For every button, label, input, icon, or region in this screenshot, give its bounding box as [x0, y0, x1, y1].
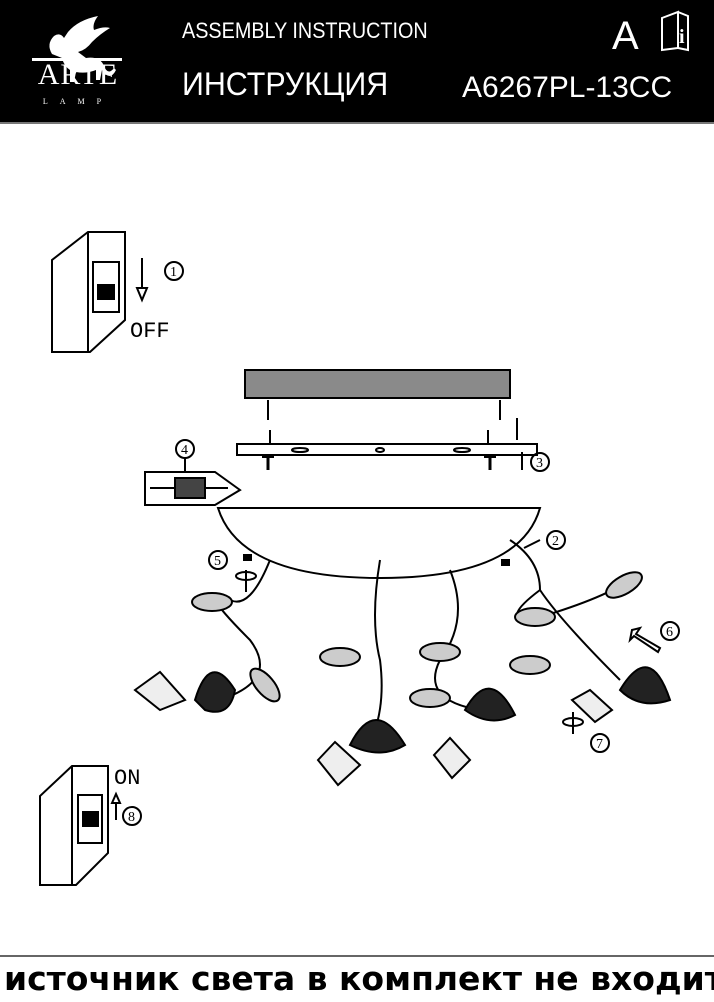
- step-3-marker: [530, 452, 550, 472]
- switch-on-label: ON: [114, 766, 140, 791]
- step-5-marker: [208, 550, 228, 570]
- light-source-note: источник света в комплект не входит: [4, 959, 714, 998]
- language-code: A: [612, 14, 639, 58]
- step-6-marker: [660, 621, 680, 641]
- step-2-marker: [546, 530, 566, 550]
- step-8-number: 8: [128, 810, 135, 825]
- decorative-leaves: [191, 571, 643, 708]
- svg-text:i: i: [679, 26, 685, 48]
- brand-name: ARTE: [37, 58, 119, 91]
- step-3-number: 3: [536, 456, 543, 471]
- step-8-marker: [122, 806, 142, 826]
- ceiling-plate: [244, 369, 511, 399]
- assembly-diagram: OFF ON 1 2 3 4 5 6 7 8: [39, 231, 680, 886]
- brand-subtitle: LAMP: [42, 97, 114, 106]
- step-7-marker: [590, 733, 610, 753]
- canopy: [216, 507, 542, 580]
- step-4-number: 4: [181, 443, 188, 458]
- info-booklet-icon: i: [661, 10, 689, 52]
- title-russian: ИНСТРУКЦИЯ: [182, 66, 389, 102]
- title-english: ASSEMBLY INSTRUCTION: [182, 18, 428, 43]
- step-6-number: 6: [666, 625, 673, 640]
- wiring-detail: [144, 471, 242, 506]
- mounting-bracket: [236, 443, 538, 456]
- document-footer: источник света в комплект не входит: [0, 955, 714, 1002]
- switch-off-label: OFF: [130, 319, 170, 344]
- step-2-number: 2: [552, 534, 559, 549]
- step-7-number: 7: [596, 737, 603, 752]
- step-5-number: 5: [214, 554, 221, 569]
- wall-switch-on: [39, 765, 109, 886]
- winged-lion-logo-icon: [32, 16, 122, 82]
- step-1-number: 1: [170, 265, 177, 280]
- wall-switch-off: [51, 231, 126, 353]
- document-header: ARTE LAMP ASSEMBLY INSTRUCTION ИНСТРУКЦИ…: [0, 0, 714, 124]
- lamp-shades: [193, 666, 672, 754]
- model-number: A6267PL-13CC: [462, 71, 673, 104]
- step-1-marker: [164, 261, 184, 281]
